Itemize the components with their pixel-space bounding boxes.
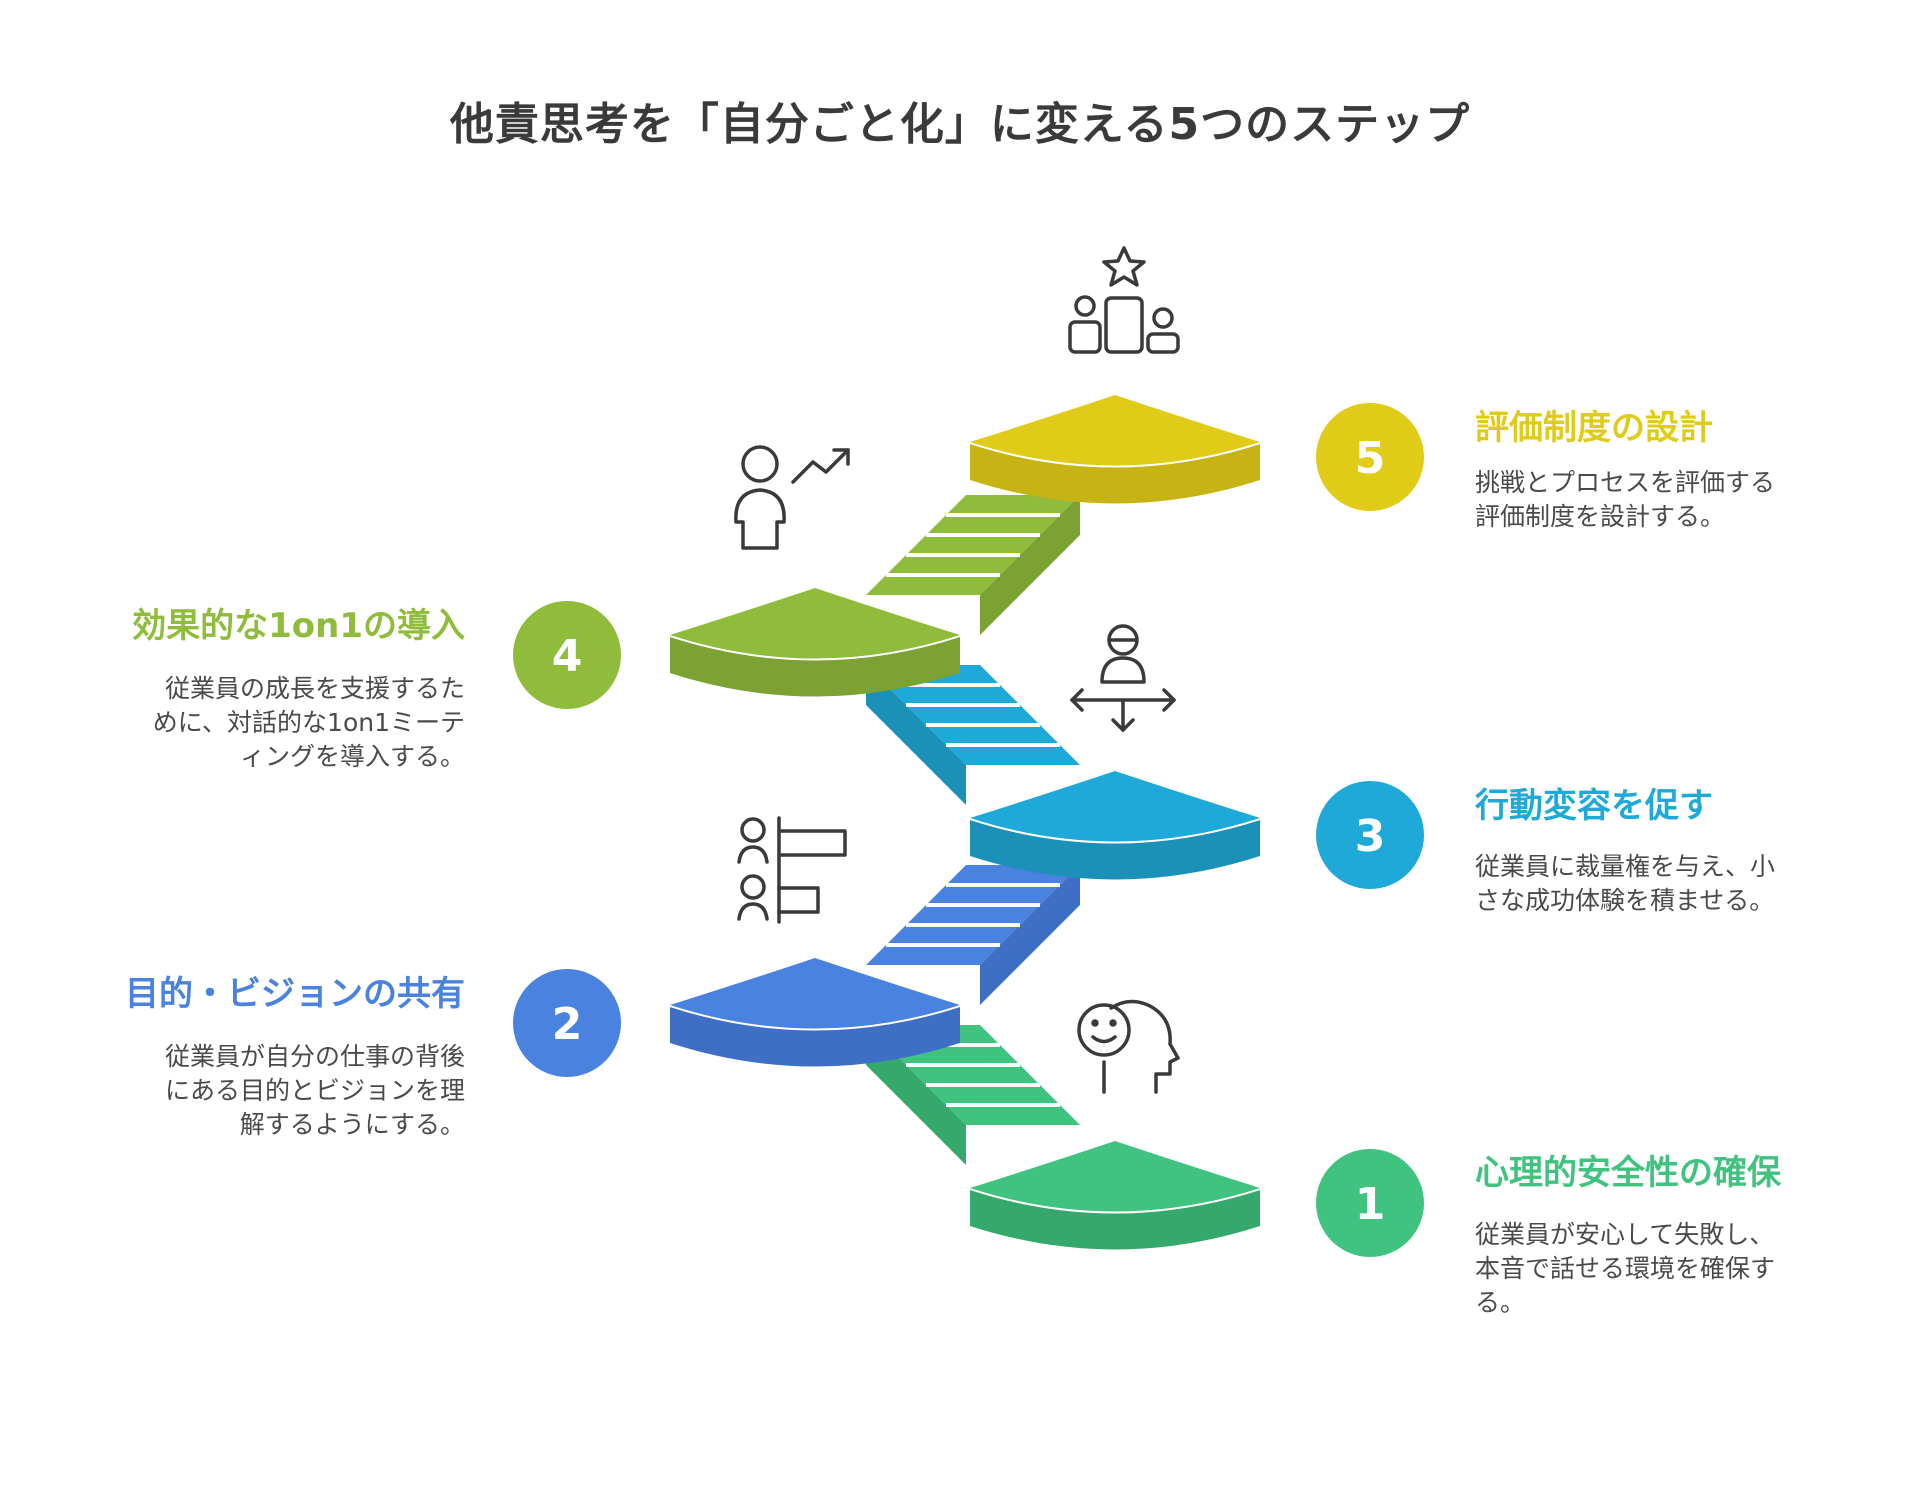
step-1-description: 従業員が安心して失敗し、本音で話せる環境を確保する。 — [1475, 1220, 1776, 1317]
step-4-title: 効果的な1on1の導入 — [132, 606, 465, 646]
step-5-description: 挑戦とプロセスを評価する評価制度を設計する。 — [1475, 468, 1776, 531]
page-title: 他責思考を「自分ごと化」に変える5つのステップ — [449, 99, 1471, 150]
step-number-4: 4 — [513, 601, 621, 709]
step-5-title: 評価制度の設計 — [1475, 408, 1713, 448]
svg-text:3: 3 — [1355, 811, 1386, 862]
stair-3-4 — [866, 665, 1080, 805]
step-number-1: 1 — [1316, 1149, 1424, 1257]
step-4-description: 従業員の成長を支援するために、対話的な1on1ミーティングを導入する。 — [152, 674, 465, 771]
platform-step-3 — [969, 771, 1261, 880]
svg-text:2: 2 — [552, 999, 583, 1050]
step-2-description: 従業員が自分の仕事の背後にある目的とビジョンを理解するようにする。 — [164, 1042, 465, 1139]
podium-star-icon — [1068, 246, 1180, 354]
svg-text:1: 1 — [1355, 1179, 1386, 1230]
svg-text:5: 5 — [1355, 433, 1386, 484]
stair-2-3 — [866, 865, 1080, 1005]
step-3-description: 従業員に裁量権を与え、小さな成功体験を積ませる。 — [1475, 852, 1776, 915]
person-growth-icon — [734, 445, 850, 550]
step-1-title: 心理的安全性の確保 — [1475, 1153, 1781, 1193]
people-ranking-icon — [737, 816, 847, 924]
platform-step-1 — [969, 1141, 1261, 1250]
person-directions-icon — [1070, 624, 1176, 732]
platform-step-5 — [969, 395, 1261, 504]
platform-step-2 — [669, 958, 961, 1067]
step-number-3: 3 — [1316, 781, 1424, 889]
stair-4-5 — [866, 495, 1080, 635]
step-number-2: 2 — [513, 969, 621, 1077]
step-2-title: 目的・ビジョンの共有 — [125, 974, 465, 1014]
step-number-5: 5 — [1316, 403, 1424, 511]
face-head-icon — [1077, 999, 1180, 1094]
svg-text:4: 4 — [552, 631, 583, 682]
platform-step-4 — [669, 588, 961, 697]
step-3-title: 行動変容を促す — [1475, 786, 1713, 826]
